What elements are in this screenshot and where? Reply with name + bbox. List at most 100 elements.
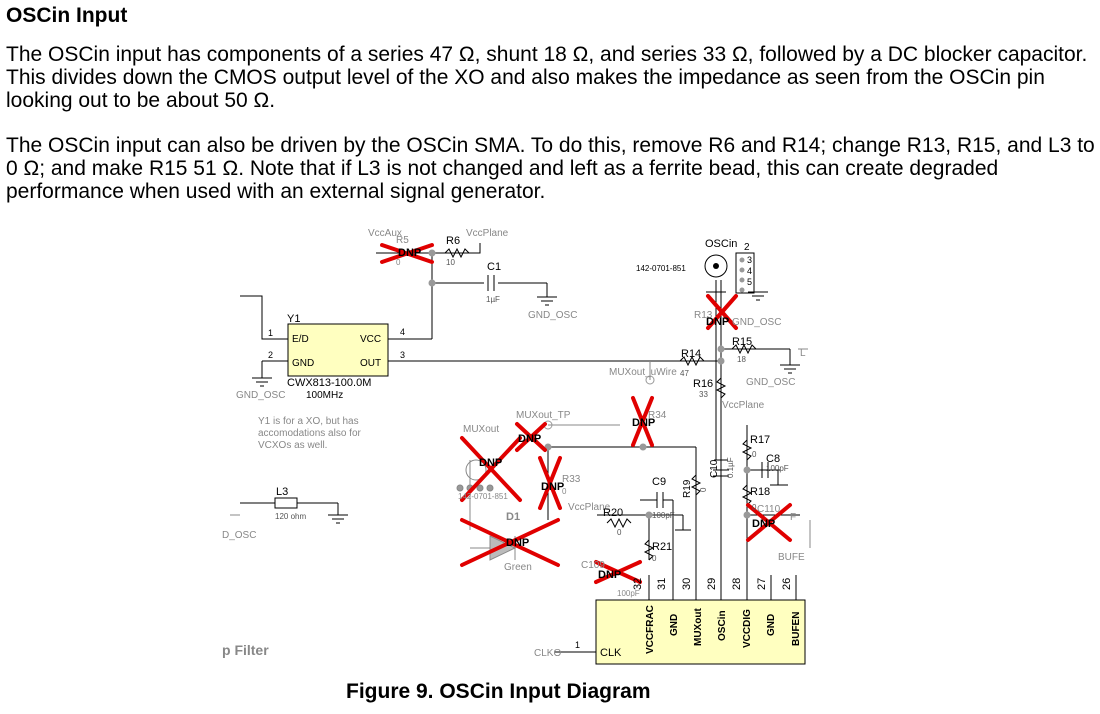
ic-pin-number: 26 [781,578,793,590]
ic-pin-number: 32 [632,578,644,590]
label-r33: R33 [562,474,581,485]
ic-pin-number: 28 [731,578,743,590]
label-r5: R5 [396,235,409,246]
label-c9: C9 [652,476,666,488]
label-r6: R6 [446,235,460,247]
label-r20: R20 [603,507,623,519]
label-c110: C110 [757,504,781,515]
label-y1: Y1 [287,313,300,325]
ic-pin-name: OSCin [717,610,728,641]
ic-pin-name: MUXout [693,608,704,646]
label-muxout-uwire: MUXout_uWire [609,367,677,378]
label-r14: R14 [681,348,701,360]
label-y1-pin3: 3 [400,350,405,360]
label-l3: L3 [276,486,288,498]
label-gnd-osc-r15: GND_OSC [746,377,795,388]
label-r33-value: 0 [562,487,567,496]
label-d1: D1 [506,511,520,523]
ic-pin-name: GND [766,614,777,636]
label-c8: C8 [766,453,780,465]
l3-inductor [274,497,298,509]
lmk-ic-body [595,599,806,665]
label-y1-note-2: accomodations also for [258,428,362,439]
ic-pin-number: 29 [706,578,718,590]
label-r19: R19 [682,479,693,498]
dnp-crosses [380,243,792,584]
muxout-sma-connector [456,459,494,492]
r19-resistor [690,474,702,496]
dnp-label-tp: DNP [518,433,541,445]
label-clk-source: CLKO [534,648,561,659]
r6-resistor [444,247,470,259]
label-oscin-sma: OSCin [705,238,737,250]
label-sma-part: 142-0701-851 [636,264,686,273]
label-y1-note-3: VCXOs as well. [258,440,327,451]
label-sma-pin3: 3 [747,255,752,265]
label-r21: R21 [652,541,672,553]
label-r16-value: 33 [699,390,708,399]
c10-capacitor [713,469,729,477]
label-vccplane-top: VccPlane [466,228,509,239]
label-l-cut: L [800,348,806,359]
label-d-osc: D_OSC [222,530,256,541]
c9-capacitor [640,492,673,508]
label-r6-value: 10 [446,258,455,267]
figure-caption: Figure 9. OSCin Input Diagram [346,680,651,703]
r14-resistor [679,355,705,367]
label-gnd-osc-sma: GND_OSC [732,317,781,328]
dnp-label-mux-sma: DNP [479,457,502,469]
ic-pin-name: BUFEN [791,612,802,646]
label-r15: R15 [732,336,752,348]
ic-pin-number: 30 [681,578,693,590]
c8-capacitor [761,462,769,478]
ic-pin-number: 27 [756,578,768,590]
c1-capacitor [487,275,495,291]
label-y1-gnd: GND [292,358,314,369]
label-r34: R34 [648,410,667,421]
muxout-uwire-testpoint [645,375,655,385]
label-y1-part: CWX813-100.0M [287,377,371,389]
label-c1: C1 [487,261,501,273]
ic-pin-name: GND [669,614,680,636]
label-gnd-osc-y1: GND_OSC [236,390,285,401]
label-c109: C109 [581,560,605,571]
ic-pin-name: VCCDIG [742,609,753,648]
label-y1-pin2: 2 [268,350,273,360]
label-r17-value: 0 [752,450,757,459]
ic-pin-name: VCCFRAC [645,605,656,654]
label-f-cut: F [790,512,796,523]
label-r13: R13 [694,310,713,321]
label-c10: C10 [709,459,720,478]
dnp-label-d1: DNP [506,537,529,549]
r18-resistor [741,484,753,506]
r21-resistor [643,539,655,561]
label-y1-freq: 100MHz [306,390,343,401]
ic-pin-number: 31 [656,578,668,590]
dnp-label-c110: DNP [752,518,775,530]
label-y1-out: OUT [360,358,381,369]
label-muxout-tp: MUXout_TP [516,410,571,421]
schematic-grey-wires [230,348,811,548]
junction-dots [428,249,751,519]
label-clk-pin: 1 [575,640,580,650]
label-vccaux: VccAux [368,228,402,239]
r15-resistor [731,343,757,355]
label-c1-value: 1µF [486,295,500,304]
section-heading: OSCin Input [6,4,128,27]
dnp-label-r13: DNP [706,316,729,328]
dnp-label-c109: DNP [598,569,621,581]
label-r18-value: 0 [752,503,757,512]
label-r18: R18 [750,486,770,498]
paragraph-oscin-components: The OSCin input has components of a seri… [6,43,1088,112]
label-muxout: MUXout [463,424,499,435]
label-y1-ed: E/D [292,334,309,345]
label-sma-pin2: 2 [744,242,750,253]
paragraph-oscin-sma: The OSCin input can also be driven by th… [6,134,1095,203]
label-r20-value: 0 [617,528,622,537]
r20-resistor [606,517,632,529]
y1-oscillator [287,323,389,377]
label-l3-value: 120 ohm [275,512,306,521]
schematic-wires [240,243,800,653]
label-vccplane-r17: VccPlane [722,400,765,411]
label-sma-pin5: 5 [747,277,752,287]
